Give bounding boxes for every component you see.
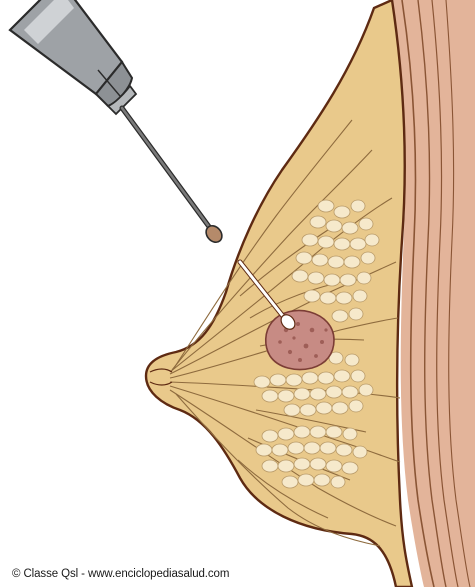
tumor-mass <box>266 310 334 369</box>
biopsy-syringe <box>10 0 225 245</box>
copyright-credit: © Classe Qsl - www.enciclopediasalud.com <box>12 568 229 580</box>
breast-tissue <box>146 0 412 587</box>
chest-wall-muscle <box>392 0 475 587</box>
